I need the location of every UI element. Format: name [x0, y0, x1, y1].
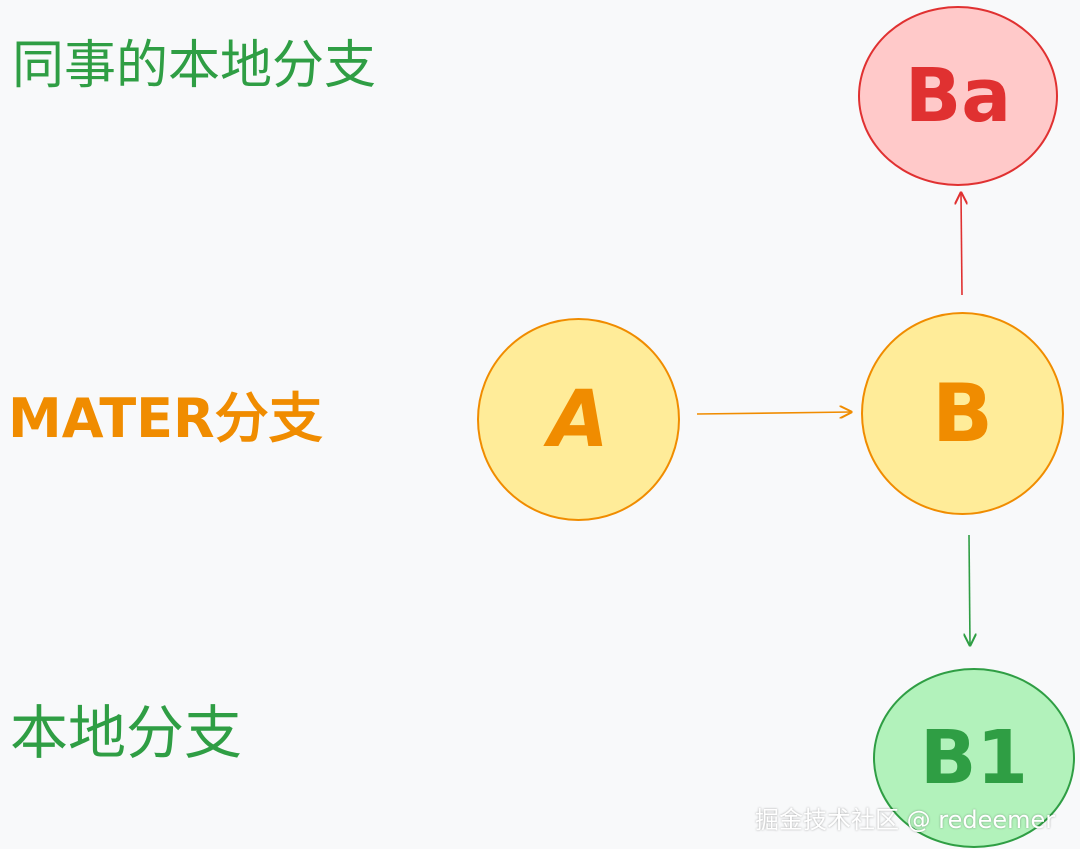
node-a: A: [477, 318, 680, 521]
colleague-branch-label: 同事的本地分支: [12, 36, 377, 96]
node-b1: B1: [873, 668, 1075, 848]
edge-b-to-b1: [969, 534, 970, 645]
watermark: 掘金技术社区 @ redeemer: [755, 806, 1056, 834]
node-ba: Ba: [858, 6, 1058, 186]
master-branch-label: MATER分支: [8, 387, 323, 450]
edge-b-to-ba: [961, 193, 962, 296]
node-b: B: [861, 312, 1064, 515]
local-branch-label: 本地分支: [10, 699, 243, 767]
edge-a-to-b: [696, 412, 851, 414]
